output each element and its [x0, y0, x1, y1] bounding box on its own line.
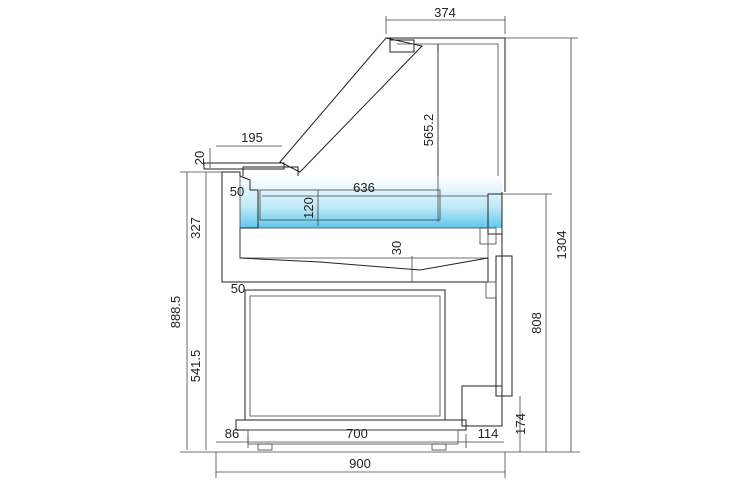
dim-upper-body: 327 — [188, 217, 203, 239]
dim-shelf-height: 20 — [192, 151, 207, 165]
dim-cabinet-width: 700 — [346, 426, 368, 441]
dimension-lines — [180, 16, 580, 478]
dim-cabinet-height: 808 — [529, 312, 544, 334]
insulated-body — [221, 171, 489, 283]
dim-tray-depth: 636 — [353, 180, 375, 195]
dim-shelf-width: 195 — [241, 130, 263, 145]
dim-base-height: 541.5 — [188, 350, 203, 383]
right-frame — [479, 192, 513, 400]
dim-counter-height: 888.5 — [168, 296, 183, 329]
lower-cabinet — [244, 289, 503, 427]
dim-total-width: 900 — [349, 456, 371, 471]
dim-insulation: 30 — [389, 241, 404, 255]
dimension-labels: 374 195 20 565.2 636 120 30 327 50 50 88… — [168, 5, 569, 471]
dim-side-gap: 50 — [230, 184, 244, 199]
dim-top-width: 374 — [434, 5, 456, 20]
dim-total-height: 1304 — [554, 231, 569, 260]
dim-tray-height: 120 — [301, 197, 316, 219]
dim-left-offset: 50 — [231, 281, 245, 296]
dim-plinth-height: 174 — [513, 413, 528, 435]
dim-glass-height: 565.2 — [421, 114, 436, 147]
dim-left-foot: 86 — [225, 426, 239, 441]
display-well-light — [240, 176, 502, 228]
dim-right-foot: 114 — [478, 426, 499, 441]
